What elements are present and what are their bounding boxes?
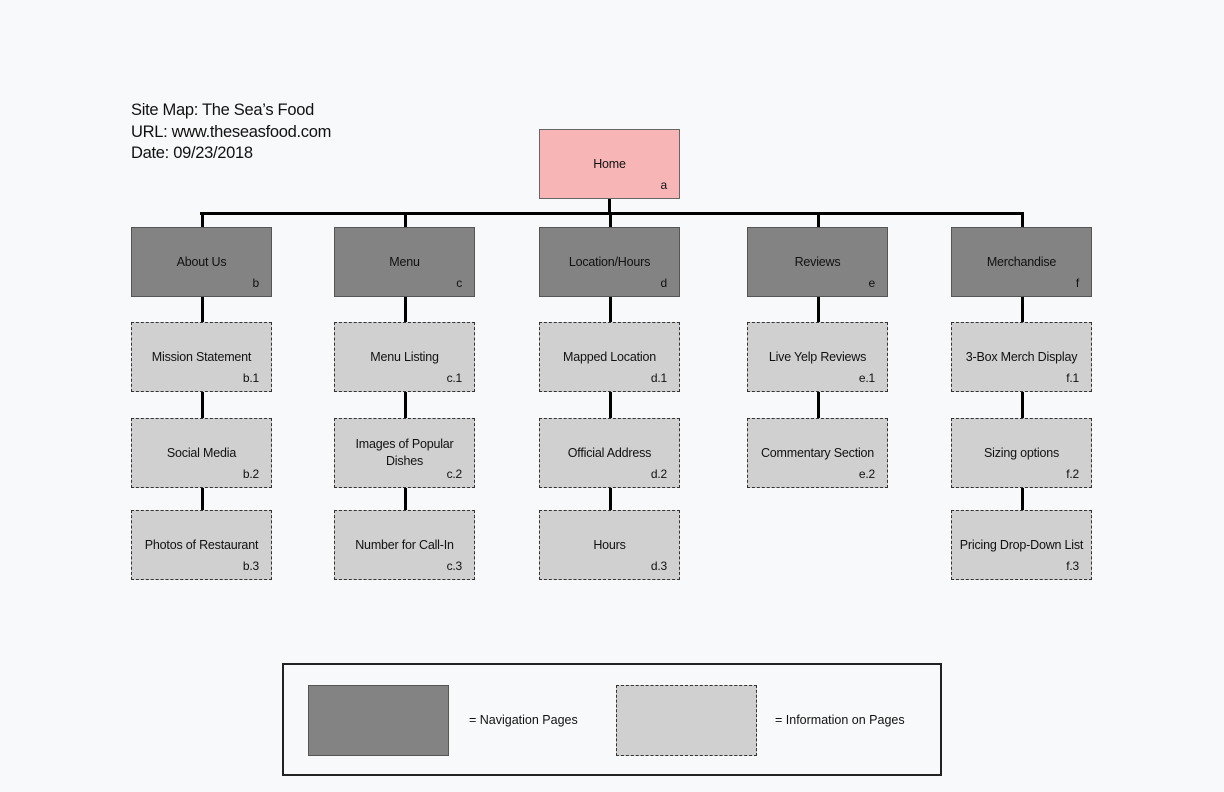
information-page-box[interactable]: Number for Call-In c.3	[334, 510, 475, 580]
legend-navigation-label: = Navigation Pages	[469, 713, 578, 727]
connector-line	[608, 297, 612, 322]
information-page-box[interactable]: Mission Statement b.1	[131, 322, 272, 392]
page-code: c.2	[446, 467, 463, 481]
sitemap-date: Date: 09/23/2018	[131, 144, 253, 162]
information-page-box[interactable]: Photos of Restaurant b.3	[131, 510, 272, 580]
page-code: f.3	[1066, 559, 1079, 573]
connector-line	[200, 392, 204, 418]
navigation-page-box[interactable]: Reviews e	[747, 227, 888, 297]
connector-line	[200, 297, 204, 322]
page-code: b	[252, 276, 260, 290]
page-label: About Us	[176, 254, 227, 269]
page-code: e	[868, 276, 876, 290]
page-code: d.2	[650, 467, 667, 481]
page-label: Photos of Restaurant	[144, 537, 259, 552]
information-page-box[interactable]: Sizing options f.2	[951, 418, 1092, 488]
page-code: e.2	[858, 467, 875, 481]
connector-line	[200, 488, 204, 510]
connector-line	[608, 488, 612, 510]
connector-line	[1020, 212, 1024, 227]
page-label: Pricing Drop-Down List	[959, 537, 1084, 552]
page-code: d.3	[650, 559, 667, 573]
navigation-page-box[interactable]: Location/Hours d	[539, 227, 680, 297]
information-page-box[interactable]: Mapped Location d.1	[539, 322, 680, 392]
page-label: Sizing options	[983, 445, 1060, 460]
sitemap-title: Site Map: The Sea’s Food	[131, 101, 314, 119]
connector-line	[816, 392, 820, 418]
page-label: Social Media	[166, 445, 237, 460]
connector-line	[1020, 392, 1024, 418]
connector-line	[816, 212, 820, 227]
page-label: Number for Call-In	[355, 537, 454, 552]
navigation-page-box[interactable]: Merchandise f	[951, 227, 1092, 297]
page-code: b.3	[242, 559, 259, 573]
page-label: Merchandise	[986, 254, 1057, 269]
page-label: Mission Statement	[151, 349, 252, 364]
page-code: c	[456, 276, 462, 290]
page-code: a	[660, 178, 668, 192]
connector-line	[200, 212, 204, 227]
page-code: c.3	[446, 559, 463, 573]
page-label: Commentary Section	[760, 445, 875, 460]
information-page-box[interactable]: Menu Listing c.1	[334, 322, 475, 392]
information-page-box[interactable]: Pricing Drop-Down List f.3	[951, 510, 1092, 580]
page-code: d	[660, 276, 668, 290]
legend-information-label: = Information on Pages	[775, 713, 905, 727]
connector-line	[1020, 488, 1024, 510]
legend-information-swatch	[616, 685, 757, 756]
information-page-box[interactable]: Hours d.3	[539, 510, 680, 580]
connector-line	[403, 212, 407, 227]
page-code: f.1	[1066, 371, 1079, 385]
page-label: Live Yelp Reviews	[768, 349, 867, 364]
connector-line	[1020, 297, 1024, 322]
page-label: 3-Box Merch Display	[965, 349, 1078, 364]
connector-line	[608, 212, 612, 227]
page-label: Menu Listing	[370, 349, 439, 364]
page-label: Hours	[593, 537, 626, 552]
information-page-box[interactable]: Commentary Section e.2	[747, 418, 888, 488]
page-label: Reviews	[794, 254, 841, 269]
connector-line	[608, 199, 611, 213]
page-code: d.1	[650, 371, 667, 385]
home-page-box[interactable]: Home a	[539, 129, 680, 199]
connector-line	[816, 297, 820, 322]
page-code: c.1	[446, 371, 463, 385]
page-label: Official Address	[567, 445, 652, 460]
connector-line	[403, 297, 407, 322]
page-code: b.2	[242, 467, 259, 481]
connector-line	[200, 212, 1024, 215]
page-code: f	[1075, 276, 1079, 290]
page-label: Menu	[389, 254, 420, 269]
page-code: e.1	[858, 371, 875, 385]
information-page-box[interactable]: 3-Box Merch Display f.1	[951, 322, 1092, 392]
navigation-page-box[interactable]: Menu c	[334, 227, 475, 297]
connector-line	[403, 392, 407, 418]
page-label: Mapped Location	[563, 349, 656, 364]
information-page-box[interactable]: Social Media b.2	[131, 418, 272, 488]
connector-line	[403, 488, 407, 510]
page-code: b.1	[242, 371, 259, 385]
legend: = Navigation Pages = Information on Page…	[282, 663, 942, 776]
connector-line	[608, 392, 612, 418]
sitemap-header: Site Map: The Sea’s Food URL: www.thesea…	[131, 100, 331, 165]
page-label: Images of Popular Dishes	[355, 437, 454, 468]
information-page-box[interactable]: Live Yelp Reviews e.1	[747, 322, 888, 392]
page-code: f.2	[1066, 467, 1079, 481]
information-page-box[interactable]: Official Address d.2	[539, 418, 680, 488]
page-label: Home	[593, 156, 626, 171]
sitemap-url: URL: www.theseasfood.com	[131, 122, 332, 141]
legend-navigation-swatch	[308, 685, 449, 756]
page-label: Location/Hours	[568, 254, 651, 269]
navigation-page-box[interactable]: About Us b	[131, 227, 272, 297]
